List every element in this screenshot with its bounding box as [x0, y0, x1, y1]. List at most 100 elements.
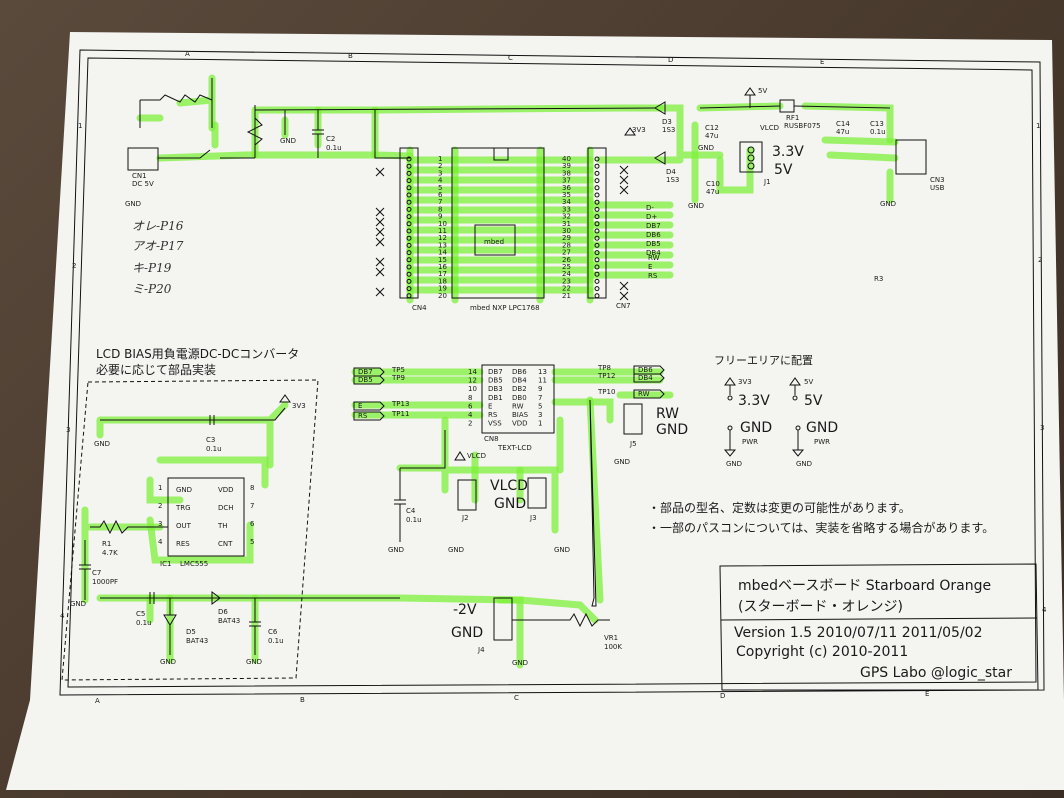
- gnd-label: GND: [512, 659, 528, 667]
- header-pin: [406, 185, 412, 191]
- header-pin: [406, 235, 412, 241]
- header-pin: [594, 178, 600, 184]
- cn3-label: CN3: [930, 176, 945, 184]
- mbed-pin-number: 33: [562, 205, 571, 213]
- c12-label: C12: [705, 124, 719, 132]
- gnd-label: GND: [698, 144, 714, 152]
- header-pin: [594, 278, 600, 284]
- test-point-label: TP10: [597, 388, 615, 396]
- mbed-pin-number: 31: [562, 220, 571, 228]
- net-label: DB4: [646, 249, 661, 257]
- ic1-part: LMC555: [180, 560, 208, 568]
- ic-pin-number: 2: [158, 502, 162, 510]
- header-pin: [406, 264, 412, 270]
- r1-label: R1: [102, 540, 111, 548]
- mbed-pin-number: 2: [438, 162, 442, 170]
- c6-label: C6: [268, 628, 278, 636]
- col-letter: D: [720, 692, 725, 700]
- c13-label: C13: [870, 120, 884, 128]
- net-flag: [353, 375, 385, 385]
- d5-label: D5: [186, 628, 196, 636]
- lcd-pin-number: 5: [538, 402, 542, 410]
- header-pin: [594, 163, 600, 169]
- header-pin: [594, 264, 600, 270]
- net-label: E: [358, 402, 362, 410]
- mbed-pin-numbers: 1234567891011121314151617181920403938373…: [406, 155, 600, 300]
- lcd-pin-name: DB4: [512, 377, 527, 385]
- header-pin: [594, 257, 600, 263]
- net-flag: [633, 373, 665, 383]
- j3-option-gnd: GND: [494, 496, 526, 512]
- mbed-pin-number: 38: [562, 169, 571, 177]
- unused-pin-crosses: [375, 165, 629, 301]
- free-5v-big: 5V: [804, 393, 823, 409]
- c14-value: 47u: [836, 128, 849, 136]
- j3-option-vlcd: VLCD: [490, 478, 528, 494]
- c13-value: 0.1u: [870, 128, 886, 136]
- cn8-label: CN8: [484, 435, 499, 443]
- col-letter: A: [95, 697, 100, 705]
- supply-section: D3 1S3 D4 1S3 C12 47u C10 47u GND GND 3V…: [624, 87, 945, 210]
- gnd-label: GND: [94, 440, 110, 448]
- c6-value: 0.1u: [268, 637, 284, 645]
- d4-value: 1S3: [666, 176, 679, 184]
- gnd-label: GND: [388, 546, 404, 554]
- header-pin: [406, 257, 412, 263]
- j2-label: J2: [461, 514, 469, 522]
- d4-label: D4: [666, 168, 676, 176]
- net-flag: [633, 389, 665, 399]
- gnd-label: GND: [614, 458, 630, 466]
- j4-jumper: [493, 597, 513, 641]
- c10-value: 47u: [706, 188, 719, 196]
- j5-jumper: [623, 403, 643, 435]
- mbed-right-nets: D- D+ DB7 DB6 DB5 DB4 RW E RS: [646, 204, 661, 280]
- net-label: D+: [646, 213, 657, 221]
- header-pin: [594, 221, 600, 227]
- net-3v3: 3V3: [292, 402, 306, 410]
- mbed-pin-number: 16: [438, 263, 447, 271]
- c12-value: 47u: [705, 132, 718, 140]
- col-letter: A: [185, 50, 190, 58]
- header-pin: [406, 293, 412, 299]
- mbed-pin-number: 12: [438, 234, 447, 242]
- mbed-chip: [474, 224, 516, 256]
- vr1-label: VR1: [604, 634, 618, 642]
- title-block-frame: [719, 563, 1039, 691]
- vlcd-label: VLCD: [467, 452, 486, 460]
- cn1-label: CN1: [132, 172, 147, 180]
- lcd-pin-name: DB0: [512, 394, 527, 402]
- lcd-pin-name: E: [488, 402, 492, 410]
- lcd-pin-name: DB7: [488, 368, 503, 376]
- cn7-label: CN7: [616, 302, 631, 310]
- c2-value: 0.1u: [326, 144, 342, 152]
- ic1-body: [167, 477, 245, 557]
- header-pin: [406, 214, 412, 220]
- dcdc-subtitle: 必要に応じて部品実装: [96, 362, 216, 377]
- mbed-pin-number: 7: [438, 198, 442, 206]
- gnd-label: GND: [554, 546, 570, 554]
- highlighter-traces: [81, 74, 899, 669]
- mbed-pin-number: 28: [562, 241, 571, 249]
- lcd-pin-number: 4: [468, 411, 473, 419]
- mbed-title: mbed NXP LPC1768: [470, 304, 540, 312]
- gnd-label: GND: [448, 546, 464, 554]
- rf1-label: RF1: [786, 114, 799, 122]
- gnd-label: GND: [246, 658, 262, 666]
- r1-value: 4.7K: [102, 549, 118, 557]
- mbed-pin-number: 1: [438, 155, 442, 163]
- ic-pin-number: 3: [158, 520, 162, 528]
- mbed-pin-number: 40: [562, 155, 571, 163]
- mbed-pin-number: 29: [562, 234, 571, 242]
- mbed-pin-number: 21: [562, 292, 571, 300]
- net-label: D-: [646, 204, 654, 212]
- mbed-pin-number: 5: [438, 184, 442, 192]
- handwritten-note: オレ-P16: [132, 219, 184, 233]
- j4-label: J4: [477, 646, 485, 654]
- j3-label: J3: [529, 514, 537, 522]
- header-pin: [406, 192, 412, 198]
- c3-value: 0.1u: [206, 445, 222, 453]
- ic1-label: IC1: [160, 560, 171, 568]
